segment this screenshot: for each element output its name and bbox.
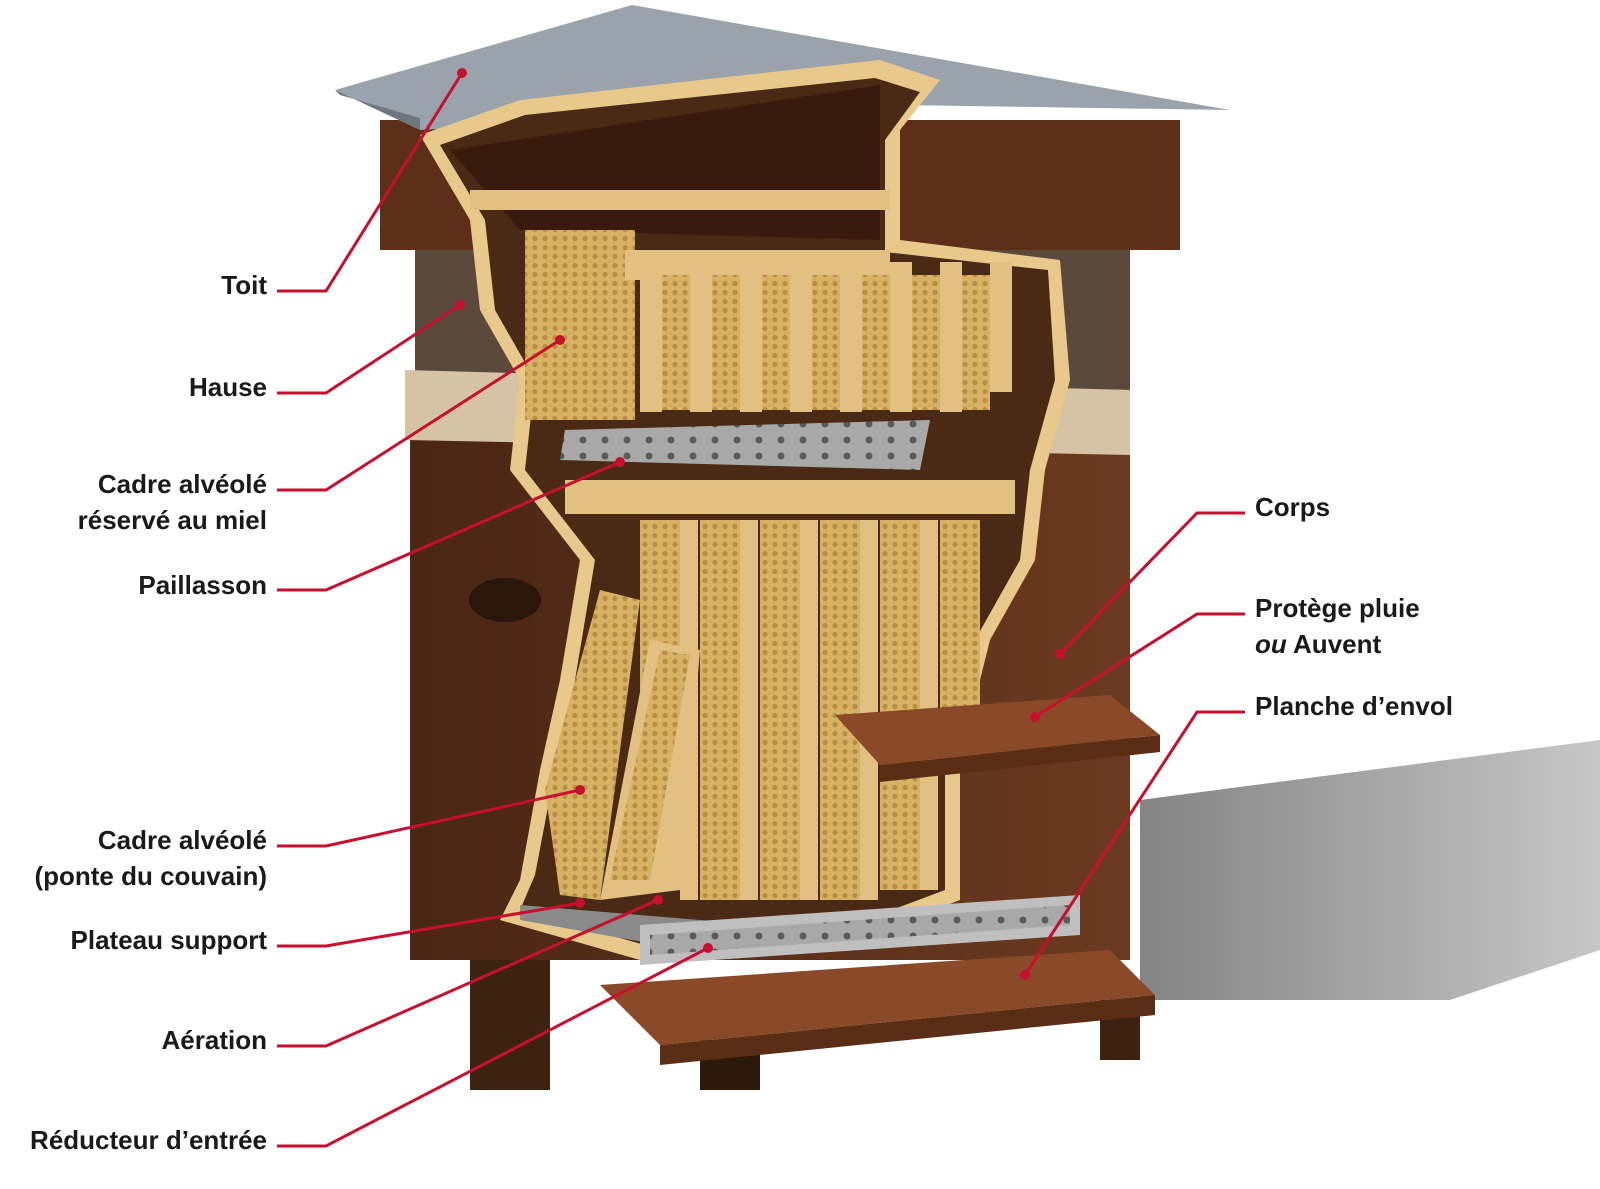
label-protege-line1: Protège pluie (1255, 593, 1420, 623)
leader-cadre-couvain (277, 788, 581, 848)
leader-dots (455, 68, 1065, 980)
label-protege: Protège pluie ou Auvent (1255, 590, 1420, 662)
label-cadre-couvain: Cadre alvéolé (ponte du couvain) (10, 822, 267, 894)
leader-aeration (277, 898, 659, 1048)
label-reducteur: Réducteur d’entrée (30, 1125, 267, 1155)
label-paillasson: Paillasson (138, 570, 267, 600)
leader-corps (1058, 511, 1245, 656)
leader-hausse (277, 303, 461, 395)
label-cadre-miel-line2: réservé au miel (77, 505, 267, 535)
label-planche: Planche d’envol (1255, 691, 1453, 721)
label-toit: Toit (221, 270, 267, 300)
rain-guard (835, 695, 1160, 782)
label-aeration: Aération (161, 1025, 267, 1055)
label-plateau: Plateau support (70, 925, 267, 955)
leader-paillasson (277, 460, 621, 592)
label-hausse: Hause (188, 372, 267, 402)
landing-board (600, 950, 1155, 1065)
leader-cadre-miel (277, 338, 561, 492)
leader-lines (277, 72, 1245, 1148)
entrance-reducer (640, 895, 1080, 965)
label-corps: Corps (1255, 492, 1331, 522)
hive-shadow (1140, 740, 1600, 1000)
label-cadre-couvain-line2: (ponte du couvain) (34, 861, 267, 891)
leader-planche (1023, 710, 1245, 976)
label-protege-auvent: Auvent (1293, 629, 1382, 659)
label-protege-ou: ou (1255, 629, 1287, 659)
label-cadre-miel: Cadre alvéolé réservé au miel (10, 466, 267, 538)
leader-toit (277, 72, 464, 293)
label-cadre-couvain-line1: Cadre alvéolé (97, 825, 267, 855)
leader-protege (1034, 612, 1245, 719)
label-cadre-miel-line1: Cadre alvéolé (97, 469, 267, 499)
label-protege-line2: ou Auvent (1255, 626, 1420, 662)
leader-reducteur (277, 946, 709, 1148)
leader-plateau (277, 901, 581, 948)
